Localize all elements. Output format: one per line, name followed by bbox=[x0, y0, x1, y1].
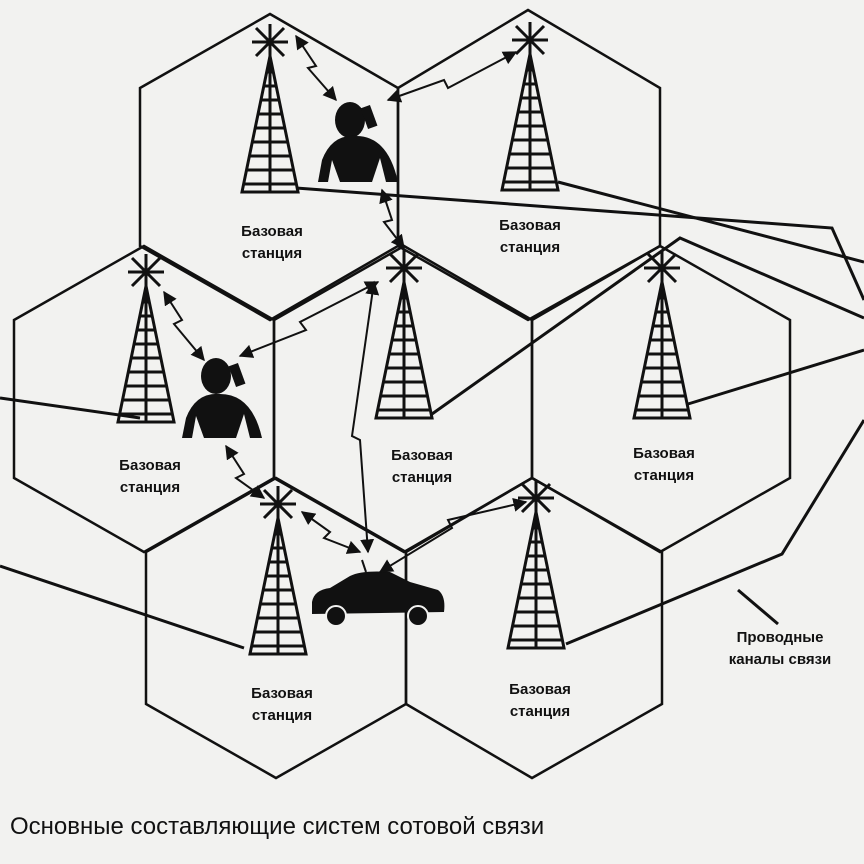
radio-links bbox=[163, 34, 528, 573]
wire bbox=[0, 564, 245, 650]
cell-label-line1: Базовая bbox=[119, 457, 181, 474]
cell-label-line1: Базовая bbox=[499, 217, 561, 234]
radio-link bbox=[295, 34, 337, 102]
radio-link bbox=[378, 498, 528, 573]
person-with-phone-icon bbox=[318, 102, 398, 182]
hex-cell bbox=[404, 476, 664, 780]
wire-label-pointer bbox=[737, 588, 779, 626]
figure-caption: Основные составляющие систем сотовой свя… bbox=[10, 813, 544, 840]
cell-label-line2: станция bbox=[252, 707, 312, 724]
radio-link bbox=[238, 281, 380, 358]
radio-link bbox=[350, 280, 380, 554]
radio-link bbox=[163, 290, 205, 362]
base-station-tower-icon bbox=[632, 248, 692, 420]
cell-label-line2: станция bbox=[120, 479, 180, 496]
cell-label-line1: Базовая bbox=[251, 685, 313, 702]
wire bbox=[687, 348, 864, 406]
wired-lines bbox=[0, 180, 864, 650]
radio-link bbox=[225, 444, 266, 499]
wire bbox=[0, 396, 141, 420]
cell-label-line1: Базовая bbox=[241, 223, 303, 240]
cell-label-line1: Базовая bbox=[509, 681, 571, 698]
car-icon bbox=[312, 559, 445, 627]
hex-cells bbox=[12, 8, 792, 780]
cell-label-line1: Базовая bbox=[391, 447, 453, 464]
cell-label-line2: станция bbox=[242, 245, 302, 262]
base-station-tower-icon bbox=[374, 248, 434, 420]
wired-channels-label-line2: каналы связи bbox=[729, 651, 832, 668]
base-station-tower-icon bbox=[500, 20, 560, 192]
radio-link bbox=[300, 511, 362, 554]
wired-channels-label-line1: Проводные bbox=[737, 629, 824, 646]
cell-label-line1: Базовая bbox=[633, 445, 695, 462]
cell-label-line2: станция bbox=[392, 469, 452, 486]
wire bbox=[565, 419, 864, 646]
wire bbox=[557, 180, 864, 264]
cell-label-line2: станция bbox=[510, 703, 570, 720]
cell-labels: Базовая станция Базовая станция Базовая … bbox=[119, 217, 695, 724]
radio-link bbox=[379, 188, 405, 250]
base-station-tower-icon bbox=[248, 484, 308, 656]
cell-label-line2: станция bbox=[634, 467, 694, 484]
wire bbox=[295, 186, 864, 301]
wire bbox=[431, 236, 864, 416]
base-station-tower-icon bbox=[240, 22, 300, 194]
radio-link bbox=[386, 51, 518, 103]
base-station-tower-icon bbox=[116, 252, 176, 424]
person-with-phone-icon bbox=[182, 358, 262, 438]
cell-label-line2: станция bbox=[500, 239, 560, 256]
